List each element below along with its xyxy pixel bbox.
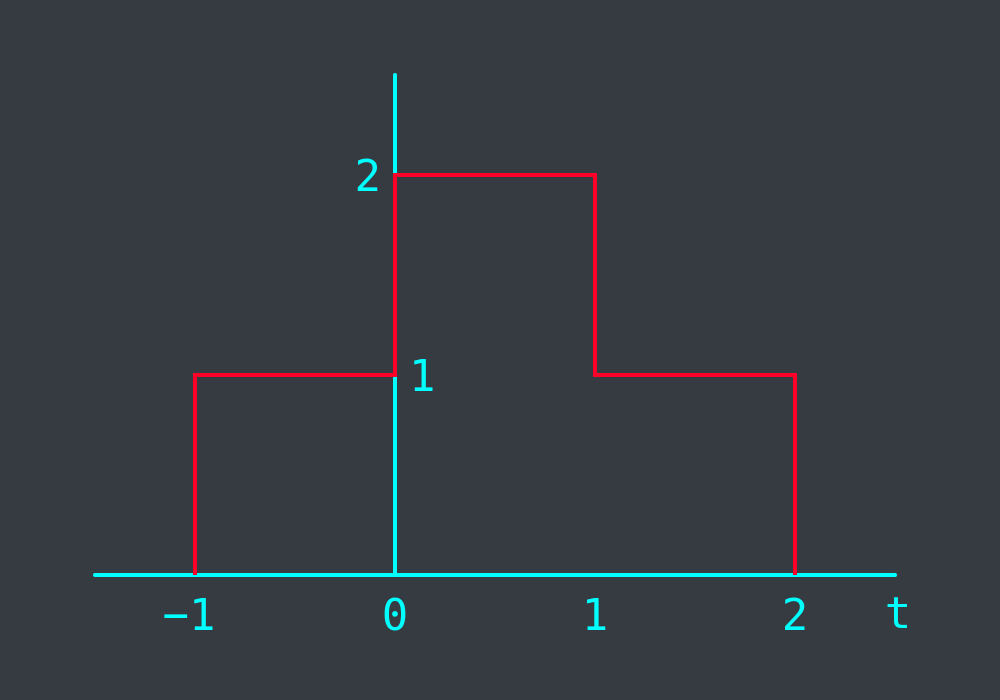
x-tick-label: 0 [382, 590, 409, 641]
y-tick-labels: 12 [355, 151, 436, 402]
signal-step-line [193, 173, 797, 575]
x-tick-labels: −1 0 1 2 [163, 590, 809, 641]
x-tick-label: 1 [582, 590, 609, 641]
x-tick-label: −1 [163, 590, 216, 641]
x-axis-label: t [885, 588, 912, 639]
x-tick-label: 2 [782, 590, 809, 641]
y-tick-label: 1 [409, 351, 436, 402]
y-tick-label: 2 [355, 151, 382, 202]
